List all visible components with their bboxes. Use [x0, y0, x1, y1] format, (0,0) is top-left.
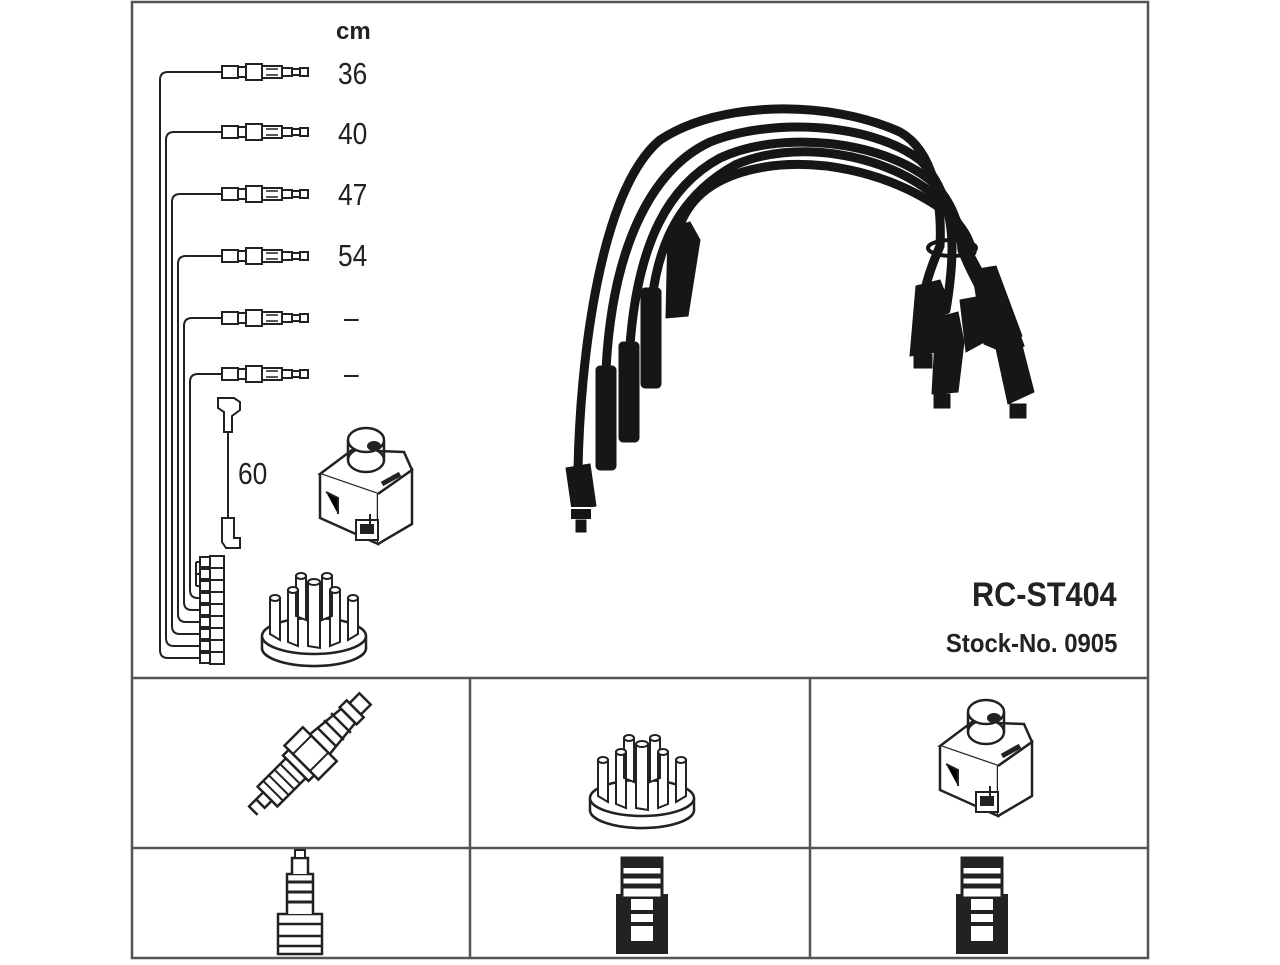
ignition-coil-icon	[940, 700, 1032, 816]
coil-lead-schematic	[217, 397, 241, 549]
cap-connector-6	[199, 591, 225, 605]
coil-terminal-icon	[956, 858, 1008, 954]
distributor-cap-icon	[588, 733, 696, 830]
lead-5-connector	[221, 309, 309, 327]
lead-4-connector	[221, 247, 309, 265]
cap-connector-3	[199, 627, 225, 641]
part-number: RC-ST404	[972, 576, 1117, 614]
distributor-cap-schematic-icon	[260, 571, 368, 668]
cap-connector-8	[199, 567, 225, 581]
lead-length-2: 40	[338, 116, 368, 151]
unit-label: cm	[336, 18, 371, 45]
lead-length-4: 54	[338, 238, 368, 273]
lead-2-connector	[221, 123, 309, 141]
lead-length-1: 36	[338, 56, 368, 91]
spark-plug-icon	[247, 691, 373, 816]
ignition-coil-schematic-icon	[320, 428, 412, 544]
stock-number: Stock-No. 0905	[945, 628, 1117, 658]
spark-plug-terminal-icon	[276, 848, 324, 956]
cap-connector-5	[199, 603, 225, 617]
lead-length-6: –	[344, 356, 359, 391]
outer-frame	[130, 0, 1150, 960]
cap-connector-4	[199, 615, 225, 629]
lead-6-connector	[221, 365, 309, 383]
lead-1-connector	[221, 63, 309, 81]
lead-schematic	[159, 71, 222, 659]
lead-length-5: –	[344, 300, 359, 335]
cap-connector-7	[199, 579, 225, 593]
cap-connector-9	[199, 555, 225, 569]
distributor-terminal-icon	[616, 858, 668, 954]
lead-3-connector	[221, 185, 309, 203]
cable-boots	[565, 221, 1035, 533]
lead-length-3: 47	[338, 177, 368, 212]
coil-lead-length: 60	[238, 456, 268, 491]
cap-connector-1	[199, 651, 225, 665]
cap-connector-2	[199, 639, 225, 653]
